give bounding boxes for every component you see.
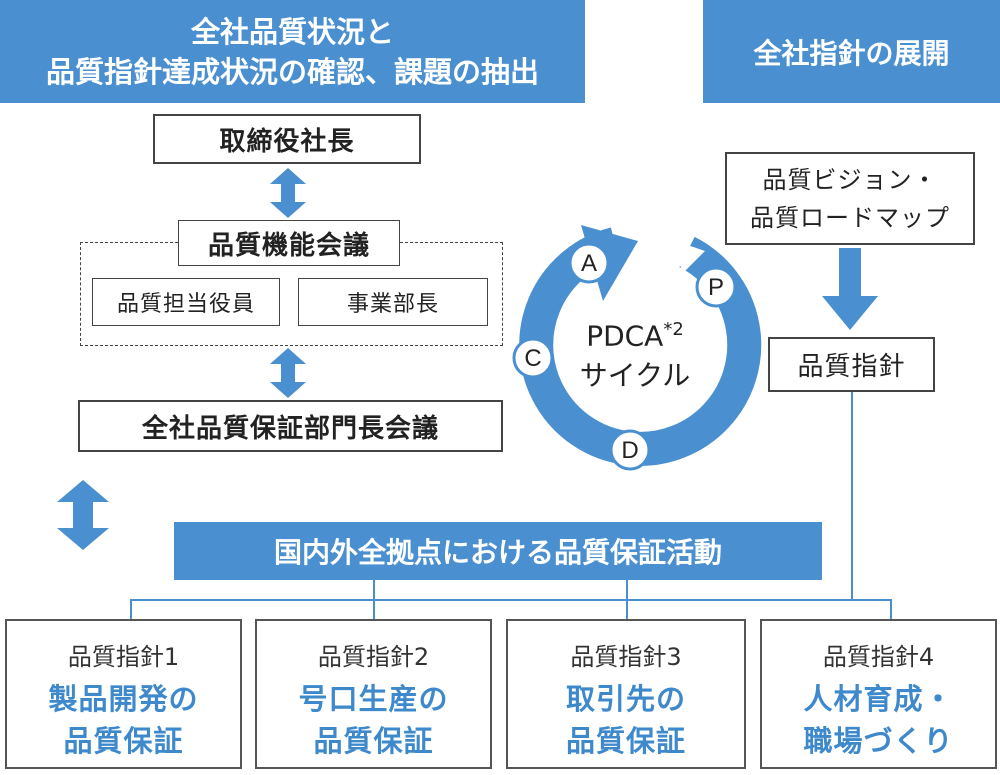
pdca-label-line1: PDCA — [586, 319, 664, 353]
policy-card-title-line2: 品質保証 — [313, 724, 434, 758]
officer-label: 品質担当役員 — [116, 292, 255, 317]
card-connector-3 — [626, 580, 628, 619]
quality-meeting-box: 品質機能会議 — [178, 220, 400, 266]
president-label: 取締役社長 — [219, 126, 355, 157]
division-head-label: 事業部長 — [346, 292, 439, 317]
policy-card-1: 品質指針1 製品開発の 品質保証 — [5, 619, 242, 769]
policy-label: 品質指針 — [797, 352, 906, 382]
card-connector-1 — [130, 599, 132, 619]
header-right-text: 全社指針の展開 — [753, 36, 950, 70]
quality-meeting-label: 品質機能会議 — [207, 230, 370, 261]
pdca-footnote: *2 — [663, 319, 684, 340]
vision-box: 品質ビジョン・ 品質ロードマップ — [725, 152, 975, 245]
down-arrow-icon — [822, 248, 878, 330]
header-left-line2: 品質指針達成状況の確認、課題の抽出 — [45, 54, 539, 89]
header-left-banner: 全社品質状況と 品質指針達成状況の確認、課題の抽出 — [0, 0, 585, 103]
double-arrow-large-icon — [57, 480, 109, 550]
vision-line2: 品質ロードマップ — [750, 203, 950, 232]
double-arrow-icon — [270, 168, 306, 218]
pdca-node-c-label: C — [524, 345, 541, 372]
policy-card-number: 品質指針2 — [317, 643, 430, 671]
division-head-box: 事業部長 — [298, 278, 488, 326]
policy-card-4: 品質指針4 人材育成・ 職場づくり — [760, 619, 997, 769]
policy-connector-vertical — [851, 392, 853, 600]
pdca-node-p: P — [695, 266, 737, 308]
header-right-banner: 全社指針の展開 — [703, 0, 1000, 103]
policy-card-number: 品質指針3 — [570, 643, 682, 671]
policy-connector-horizontal — [130, 599, 892, 601]
double-arrow-icon — [270, 348, 306, 398]
pdca-node-c: C — [512, 337, 554, 379]
pdca-node-a: A — [568, 242, 610, 284]
activity-banner-text: 国内外全拠点における品質保証活動 — [273, 536, 722, 569]
policy-card-title-line1: 人材育成・ — [803, 682, 954, 716]
policy-card-title-line1: 号口生産の — [298, 682, 449, 716]
policy-card-title-line1: 製品開発の — [48, 682, 199, 716]
policy-card-title-line2: 品質保証 — [565, 724, 686, 758]
header-left-line1: 全社品質状況と — [190, 14, 394, 49]
card-connector-4 — [890, 599, 892, 619]
policy-box: 品質指針 — [768, 337, 935, 392]
pdca-cycle-diagram: P D C A — [512, 225, 762, 471]
pdca-node-d-label: D — [621, 437, 638, 464]
policy-card-number: 品質指針1 — [67, 643, 180, 671]
card-connector-2 — [373, 580, 375, 619]
pdca-node-p-label: P — [708, 274, 724, 301]
qa-meeting-label: 全社品質保証部門長会議 — [141, 413, 439, 444]
policy-card-number: 品質指針4 — [822, 643, 935, 671]
policy-card-title-line1: 取引先の — [565, 682, 686, 716]
pdca-center-label: PDCA*2 サイクル — [560, 310, 710, 396]
qa-meeting-box: 全社品質保証部門長会議 — [78, 400, 503, 452]
policy-card-title-line2: 品質保証 — [63, 724, 184, 758]
pdca-node-a-label: A — [581, 250, 597, 277]
pdca-arrow-tail — [670, 239, 705, 273]
activity-banner: 国内外全拠点における品質保証活動 — [174, 522, 822, 580]
officer-box: 品質担当役員 — [92, 278, 280, 326]
vision-line1: 品質ビジョン・ — [762, 165, 938, 194]
pdca-node-d: D — [609, 429, 651, 471]
policy-card-2: 品質指針2 号口生産の 品質保証 — [255, 619, 492, 769]
president-box: 取締役社長 — [153, 114, 421, 164]
policy-card-title-line2: 職場づくり — [803, 724, 954, 758]
pdca-label-line2: サイクル — [579, 359, 691, 393]
policy-card-3: 品質指針3 取引先の 品質保証 — [506, 619, 746, 769]
